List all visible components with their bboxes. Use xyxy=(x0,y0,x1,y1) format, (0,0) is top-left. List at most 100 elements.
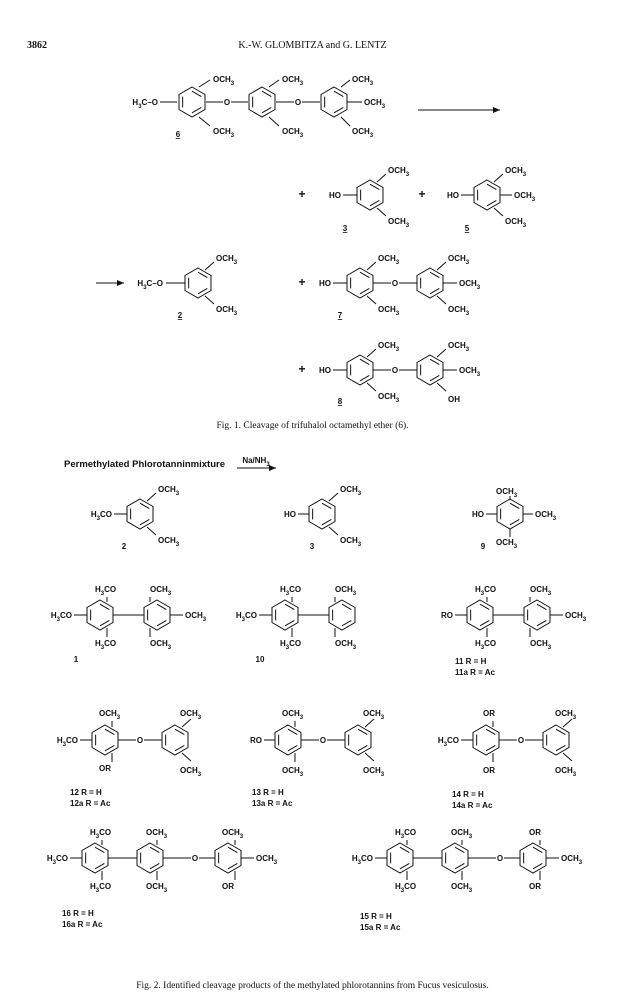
double-bond xyxy=(359,287,370,295)
double-bond xyxy=(454,846,465,854)
substituent-label: OCH3 xyxy=(505,166,527,178)
compound-16a-label: 16a R = Ac xyxy=(62,920,103,929)
substituent-label: OCH3 xyxy=(158,536,180,548)
compound-11-label: 11 R = H xyxy=(455,657,487,666)
double-bond xyxy=(359,358,370,366)
double-bond xyxy=(429,271,440,279)
double-bond xyxy=(357,728,368,736)
substituent-label: OCH3 xyxy=(448,341,470,353)
double-bond xyxy=(99,603,110,611)
benzene-ring xyxy=(328,599,356,631)
double-bond xyxy=(321,518,332,526)
substituent-label: OCH3 xyxy=(555,766,577,778)
substituent-label: HO xyxy=(329,191,341,200)
figure-2-caption: Fig. 2. Identified cleavage products of … xyxy=(136,981,489,991)
bond xyxy=(562,752,573,762)
double-bond xyxy=(486,183,497,191)
double-bond xyxy=(149,862,160,870)
substituent-label: H3C–O xyxy=(137,279,163,291)
substituent-label: OH xyxy=(448,395,460,404)
bond xyxy=(146,492,157,502)
double-bond xyxy=(104,744,115,752)
substituent-label: RO xyxy=(441,611,453,620)
benzene-ring xyxy=(126,498,154,530)
substituent-label: OCH3 xyxy=(282,75,304,87)
substituent-label: O xyxy=(192,854,198,863)
bond xyxy=(268,116,280,127)
double-bond xyxy=(341,619,352,627)
substituent-label: H3CO xyxy=(475,585,496,597)
substituent-label: OCH3 xyxy=(335,639,357,651)
substituent-label: OCH3 xyxy=(530,639,552,651)
benzene-ring xyxy=(356,179,384,211)
double-bond xyxy=(261,90,272,98)
double-bond xyxy=(99,619,110,627)
substituent-label: H3CO xyxy=(395,882,416,894)
bond xyxy=(198,79,211,88)
double-bond xyxy=(454,862,465,870)
fig2-compound-10-number: 10 xyxy=(256,655,265,664)
substituent-label: OCH3 xyxy=(561,854,583,866)
double-bond xyxy=(509,518,520,526)
substituent-label: OCH3 xyxy=(363,766,385,778)
bond xyxy=(376,173,387,183)
benzene-ring xyxy=(214,842,242,874)
benzene-ring xyxy=(416,354,444,386)
bond xyxy=(436,348,447,358)
double-bond xyxy=(104,728,115,736)
substituent-label: OCH3 xyxy=(388,166,410,178)
double-bond xyxy=(536,619,547,627)
bond xyxy=(493,207,504,217)
substituent-label: OCH3 xyxy=(496,487,518,499)
double-bond xyxy=(532,846,543,854)
substituent-label: H3CO xyxy=(280,639,301,651)
bond xyxy=(181,718,192,728)
substituent-label: HO xyxy=(284,510,296,519)
substituent-label: OCH3 xyxy=(352,75,374,87)
benzene-ring xyxy=(473,179,501,211)
substituent-label: H3CO xyxy=(90,882,111,894)
double-bond xyxy=(399,862,410,870)
substituent-label: OR xyxy=(222,882,234,891)
reaction-arrow-to-2 xyxy=(117,280,124,286)
double-bond xyxy=(359,271,370,279)
benzene-ring xyxy=(346,354,374,386)
bond xyxy=(340,79,351,88)
double-bond xyxy=(341,603,352,611)
compound-14-label: 14 R = H xyxy=(452,790,484,799)
substituent-label: OCH3 xyxy=(99,709,121,721)
substituent-label: OCH3 xyxy=(335,585,357,597)
substituent-label: OCH3 xyxy=(555,709,577,721)
substituent-label: OCH3 xyxy=(514,191,536,203)
bond xyxy=(364,752,375,762)
double-bond xyxy=(333,90,344,98)
substituent-label: HO xyxy=(319,366,331,375)
substituent-label: OCH3 xyxy=(378,392,400,404)
double-bond xyxy=(536,603,547,611)
substituent-label: OCH3 xyxy=(496,538,518,550)
substituent-label: OCH3 xyxy=(158,485,180,497)
compound-14a-label: 14a R = Ac xyxy=(452,801,493,810)
substituent-label: OCH3 xyxy=(364,98,386,110)
substituent-label: OCH3 xyxy=(150,585,172,597)
compound-3-number: 3 xyxy=(343,224,348,233)
substituent-label: HO xyxy=(447,191,459,200)
page-number: 3862 xyxy=(27,40,47,51)
substituent-label: H3CO xyxy=(236,611,257,623)
substituent-label: OCH3 xyxy=(340,536,362,548)
double-bond xyxy=(287,744,298,752)
substituent-label: H3CO xyxy=(91,510,112,522)
double-bond xyxy=(532,862,543,870)
double-bond xyxy=(555,744,566,752)
benzene-ring xyxy=(441,842,469,874)
benzene-ring xyxy=(161,724,189,756)
benzene-ring xyxy=(466,599,494,631)
substituent-label: H3CO xyxy=(90,828,111,840)
substituent-label: H3CO xyxy=(395,828,416,840)
bond xyxy=(340,116,351,127)
substituent-label: H3CO xyxy=(47,854,68,866)
benzene-ring xyxy=(542,724,570,756)
substituent-label: H3C–O xyxy=(132,98,158,110)
double-bond xyxy=(321,502,332,510)
substituent-label: OCH3 xyxy=(530,585,552,597)
